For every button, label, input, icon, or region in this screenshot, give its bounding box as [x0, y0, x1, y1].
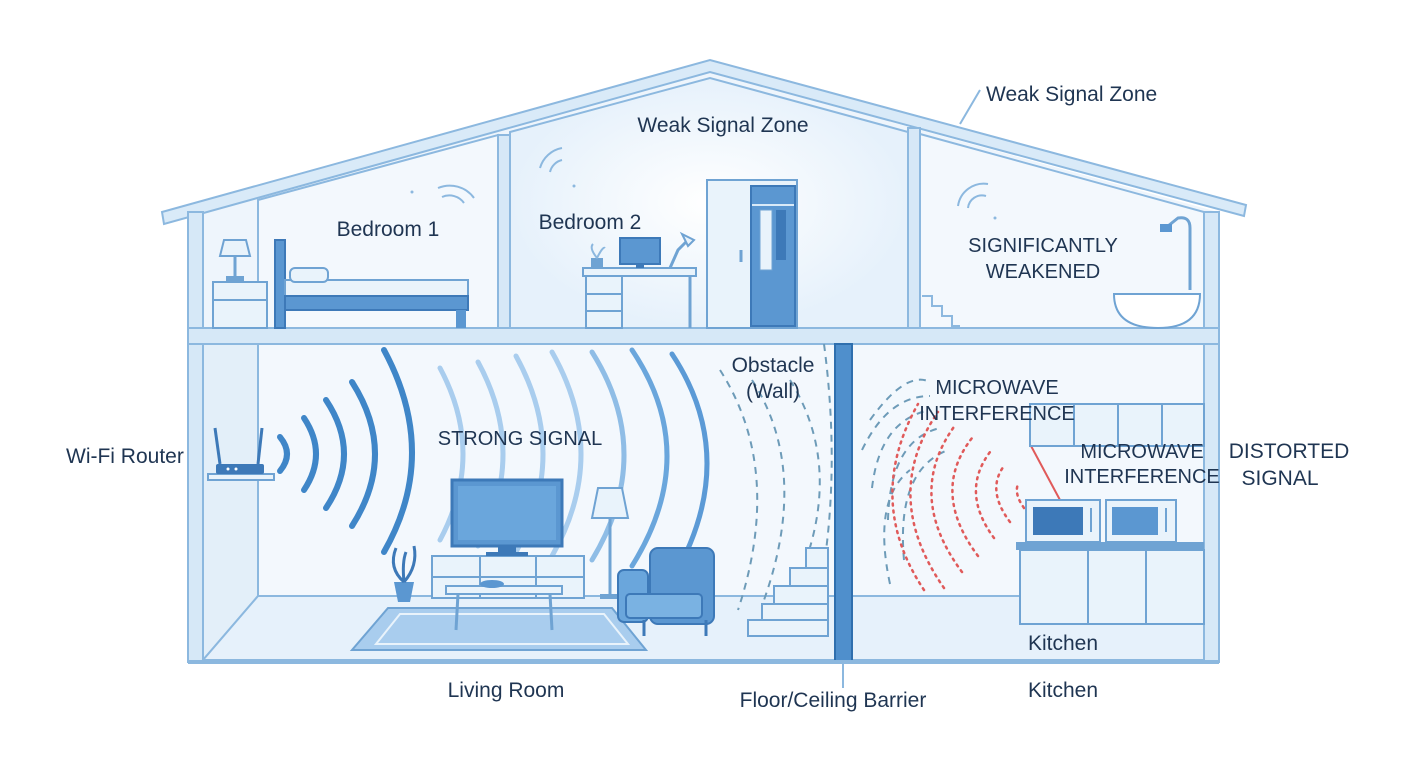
coffee-table	[445, 580, 563, 631]
kitchen-room-label: Kitchen	[1028, 632, 1098, 655]
wifi-router-icon	[213, 427, 264, 474]
microwave-interference-label-2-line1: MICROWAVE	[1080, 441, 1203, 463]
wifi-signal-icon	[957, 182, 997, 220]
strong-signal-waves	[277, 347, 415, 555]
floor-lamp-icon	[590, 487, 630, 599]
microwave-interference-label-2-line2: INTERFERENCE	[1064, 466, 1220, 488]
floor-ceiling-barrier-label: Floor/Ceiling Barrier	[740, 689, 927, 712]
significantly-label-line1: SIGNIFICANTLY	[968, 235, 1118, 257]
shower-icon	[1160, 216, 1192, 290]
dashed-waves-kitchen	[861, 378, 949, 585]
distorted-signal-label-line2: SIGNAL	[1241, 467, 1318, 490]
significantly-label-line2: WEAKENED	[986, 261, 1100, 283]
distorted-signal-label-line1: DISTORTED	[1229, 440, 1350, 463]
stairs-icon	[747, 547, 829, 637]
living-room-label: Living Room	[448, 679, 565, 702]
kitchen-caption-label: Kitchen	[1028, 679, 1098, 702]
floor-slab	[187, 327, 1220, 345]
bathtub-icon	[1112, 293, 1202, 330]
strong-signal-label: STRONG SIGNAL	[438, 428, 602, 450]
wardrobe-icon	[706, 179, 798, 329]
weak-zone-right-label: Weak Signal Zone	[986, 83, 1157, 106]
router-shelf	[207, 473, 275, 481]
stairs-icon	[922, 295, 960, 327]
nightstand-icon	[212, 281, 268, 329]
microwave-interference-label-1-line1: MICROWAVE	[935, 377, 1058, 399]
desk-icon	[582, 267, 697, 329]
tv-icon	[450, 478, 564, 556]
lamp-icon	[668, 231, 696, 269]
weak-zone-center-label: Weak Signal Zone	[637, 114, 808, 137]
lamp-icon	[218, 239, 252, 281]
interference-waves	[891, 402, 1026, 592]
bedroom2-label: Bedroom 2	[539, 211, 642, 234]
bedroom1-label: Bedroom 1	[337, 218, 440, 241]
wifi-router-label: Wi-Fi Router	[66, 445, 184, 468]
upper-cabinet-icon	[1029, 403, 1205, 447]
microwave-icon	[1025, 499, 1101, 543]
plant-icon	[590, 243, 606, 268]
wifi-signal-icon	[539, 147, 576, 188]
plant-icon	[391, 545, 417, 602]
counter-cabinet-icon	[1016, 542, 1205, 625]
obstacle-label-line2: (Wall)	[746, 380, 800, 403]
microwave-icon	[1105, 499, 1177, 543]
wifi-signal-icon	[410, 184, 475, 204]
sofa-chair-icon	[617, 547, 715, 636]
rug	[349, 607, 649, 651]
microwave-interference-label-1-line2: INTERFERENCE	[919, 403, 1075, 425]
obstacle-wall	[834, 343, 853, 663]
monitor-icon	[619, 237, 661, 268]
obstacle-label-line1: Obstacle	[732, 354, 815, 377]
bed-icon	[274, 239, 469, 329]
